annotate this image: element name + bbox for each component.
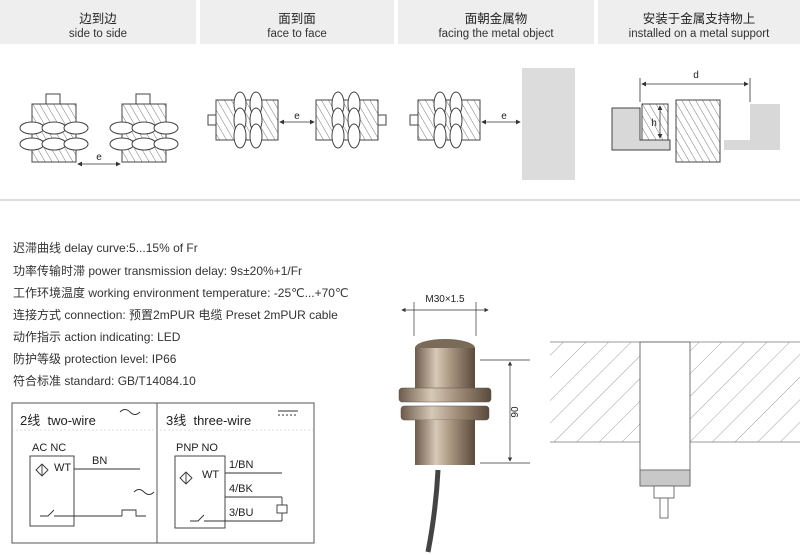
three-wire-title-zh: 3线: [166, 413, 187, 428]
header-facing-metal: 面朝金属物 facing the metal object: [398, 0, 594, 44]
spec-en: working environment temperature: -25℃...…: [85, 286, 349, 300]
spec-line-standard: 符合标准 standard: GB/T14084.10: [13, 372, 196, 389]
two-wire-mode: AC NC: [32, 442, 67, 454]
spec-zh: 功率传输时滞: [13, 264, 86, 278]
spec-en: power transmission delay: 9s±20%+1/Fr: [85, 264, 303, 278]
dimension-e-label: e: [501, 111, 507, 122]
sensor-thread: [415, 348, 475, 388]
spec-en: protection level: IP66: [61, 352, 177, 366]
dimension-e-label: e: [294, 111, 300, 122]
dimension-e-label: e: [96, 152, 102, 163]
sensor-nut-upper: [398, 387, 492, 403]
three-wire-title-en: three-wire: [193, 413, 252, 428]
installation-diagrams: e e e: [0, 68, 800, 201]
three-wire-sensor-box: [174, 455, 226, 529]
dc-symbol-icon: [278, 410, 298, 416]
header-zh: 边到边: [79, 11, 117, 26]
load-icon: [276, 504, 288, 514]
switch-icon: [190, 514, 225, 522]
sensor-face-left: [207, 91, 279, 149]
two-wire-title-zh: 2线: [20, 413, 41, 428]
installation-cross-section: [550, 341, 800, 519]
spec-zh: 符合标准: [13, 374, 62, 388]
load-icon: [121, 509, 146, 517]
spec-zh: 工作环境温度: [13, 286, 86, 300]
spec-zh: 连接方式: [13, 308, 62, 322]
wire-3-label: 3/BU: [229, 507, 254, 519]
spec-line-delay-curve: 迟滞曲线 delay curve:5...15% of Fr: [13, 239, 198, 256]
spec-en: action indicating: LED: [61, 330, 181, 344]
header-en: face to face: [267, 28, 327, 40]
metal-object: [522, 68, 575, 180]
spec-zh: 动作指示: [13, 330, 62, 344]
sensor-left-side: [19, 93, 89, 163]
header-en: side to side: [68, 28, 128, 40]
header-zh: 安装于金属支持物上: [642, 11, 756, 26]
wiring-frame: [11, 402, 315, 544]
sensor-facing-metal: [409, 91, 481, 149]
spec-line-protection: 防护等级 protection level: IP66: [13, 350, 176, 367]
spec-en: connection: 预置2mPUR 电缆 Preset 2mPUR cabl…: [61, 308, 338, 322]
header-en: installed on a metal support: [628, 28, 770, 40]
header-zh: 面到面: [278, 11, 316, 26]
wiring-diagrams: [11, 402, 315, 544]
header-zh: 面朝金属物: [464, 11, 528, 26]
two-wire-wt-label: WT: [54, 462, 72, 474]
sensor-dimension-drawing: M30×1.5 90: [398, 294, 530, 553]
three-wire-wt-label: WT: [202, 469, 220, 481]
sensor-connector: [653, 485, 675, 499]
dimension-h-label: h: [651, 118, 657, 129]
two-wire-sensor-box: [29, 455, 75, 527]
sensor-cable: [425, 469, 441, 553]
spec-en: standard: GB/T14084.10: [61, 374, 196, 388]
switch-icon: [40, 509, 74, 517]
two-wire-title-en: two-wire: [47, 413, 96, 428]
wire-4-label: 4/BK: [229, 483, 253, 495]
header-side-to-side: 边到边 side to side: [0, 0, 196, 44]
spec-zh: 防护等级: [13, 352, 62, 366]
spec-en: delay curve:5...15% of Fr: [61, 241, 198, 255]
sensor-diamond-icon: [179, 471, 193, 485]
metal-support-diagram: [611, 78, 780, 163]
length-label: 90: [510, 406, 521, 418]
spec-line-transmission-delay: 功率传输时滞 power transmission delay: 9s±20%+…: [13, 262, 302, 279]
three-wire-mode: PNP NO: [176, 442, 218, 454]
spec-zh: 迟滞曲线: [13, 241, 62, 255]
sensor-nut-lower: [400, 405, 490, 421]
header-en: facing the metal object: [438, 28, 554, 40]
sensor-outline: [639, 341, 691, 487]
dimension-d-label: d: [693, 70, 699, 81]
wire-1-label: 1/BN: [229, 459, 254, 471]
header-metal-support: 安装于金属支持物上 installed on a metal support: [598, 0, 800, 44]
ac-source-icon: [133, 489, 155, 495]
sensor-body: [415, 420, 475, 465]
bn-label: BN: [92, 455, 108, 467]
thread-spec-label: M30×1.5: [425, 294, 465, 305]
sensor-right-side: [109, 93, 179, 163]
header-face-to-face: 面到面 face to face: [200, 0, 394, 44]
sensor-cable-stub: [659, 497, 669, 519]
spec-line-connection: 连接方式 connection: 预置2mPUR 电缆 Preset 2mPUR…: [13, 306, 338, 323]
two-wire-title: 2线 two-wire: [20, 410, 96, 429]
sensor-diamond-icon: [35, 463, 49, 477]
ac-symbol-icon: [119, 409, 141, 415]
sensor-face-right: [315, 91, 387, 149]
spec-line-indicator: 动作指示 action indicating: LED: [13, 328, 180, 345]
spec-line-temperature: 工作环境温度 working environment temperature: …: [13, 284, 348, 301]
sensor-head: [639, 469, 691, 487]
three-wire-title: 3线 three-wire: [166, 410, 251, 429]
